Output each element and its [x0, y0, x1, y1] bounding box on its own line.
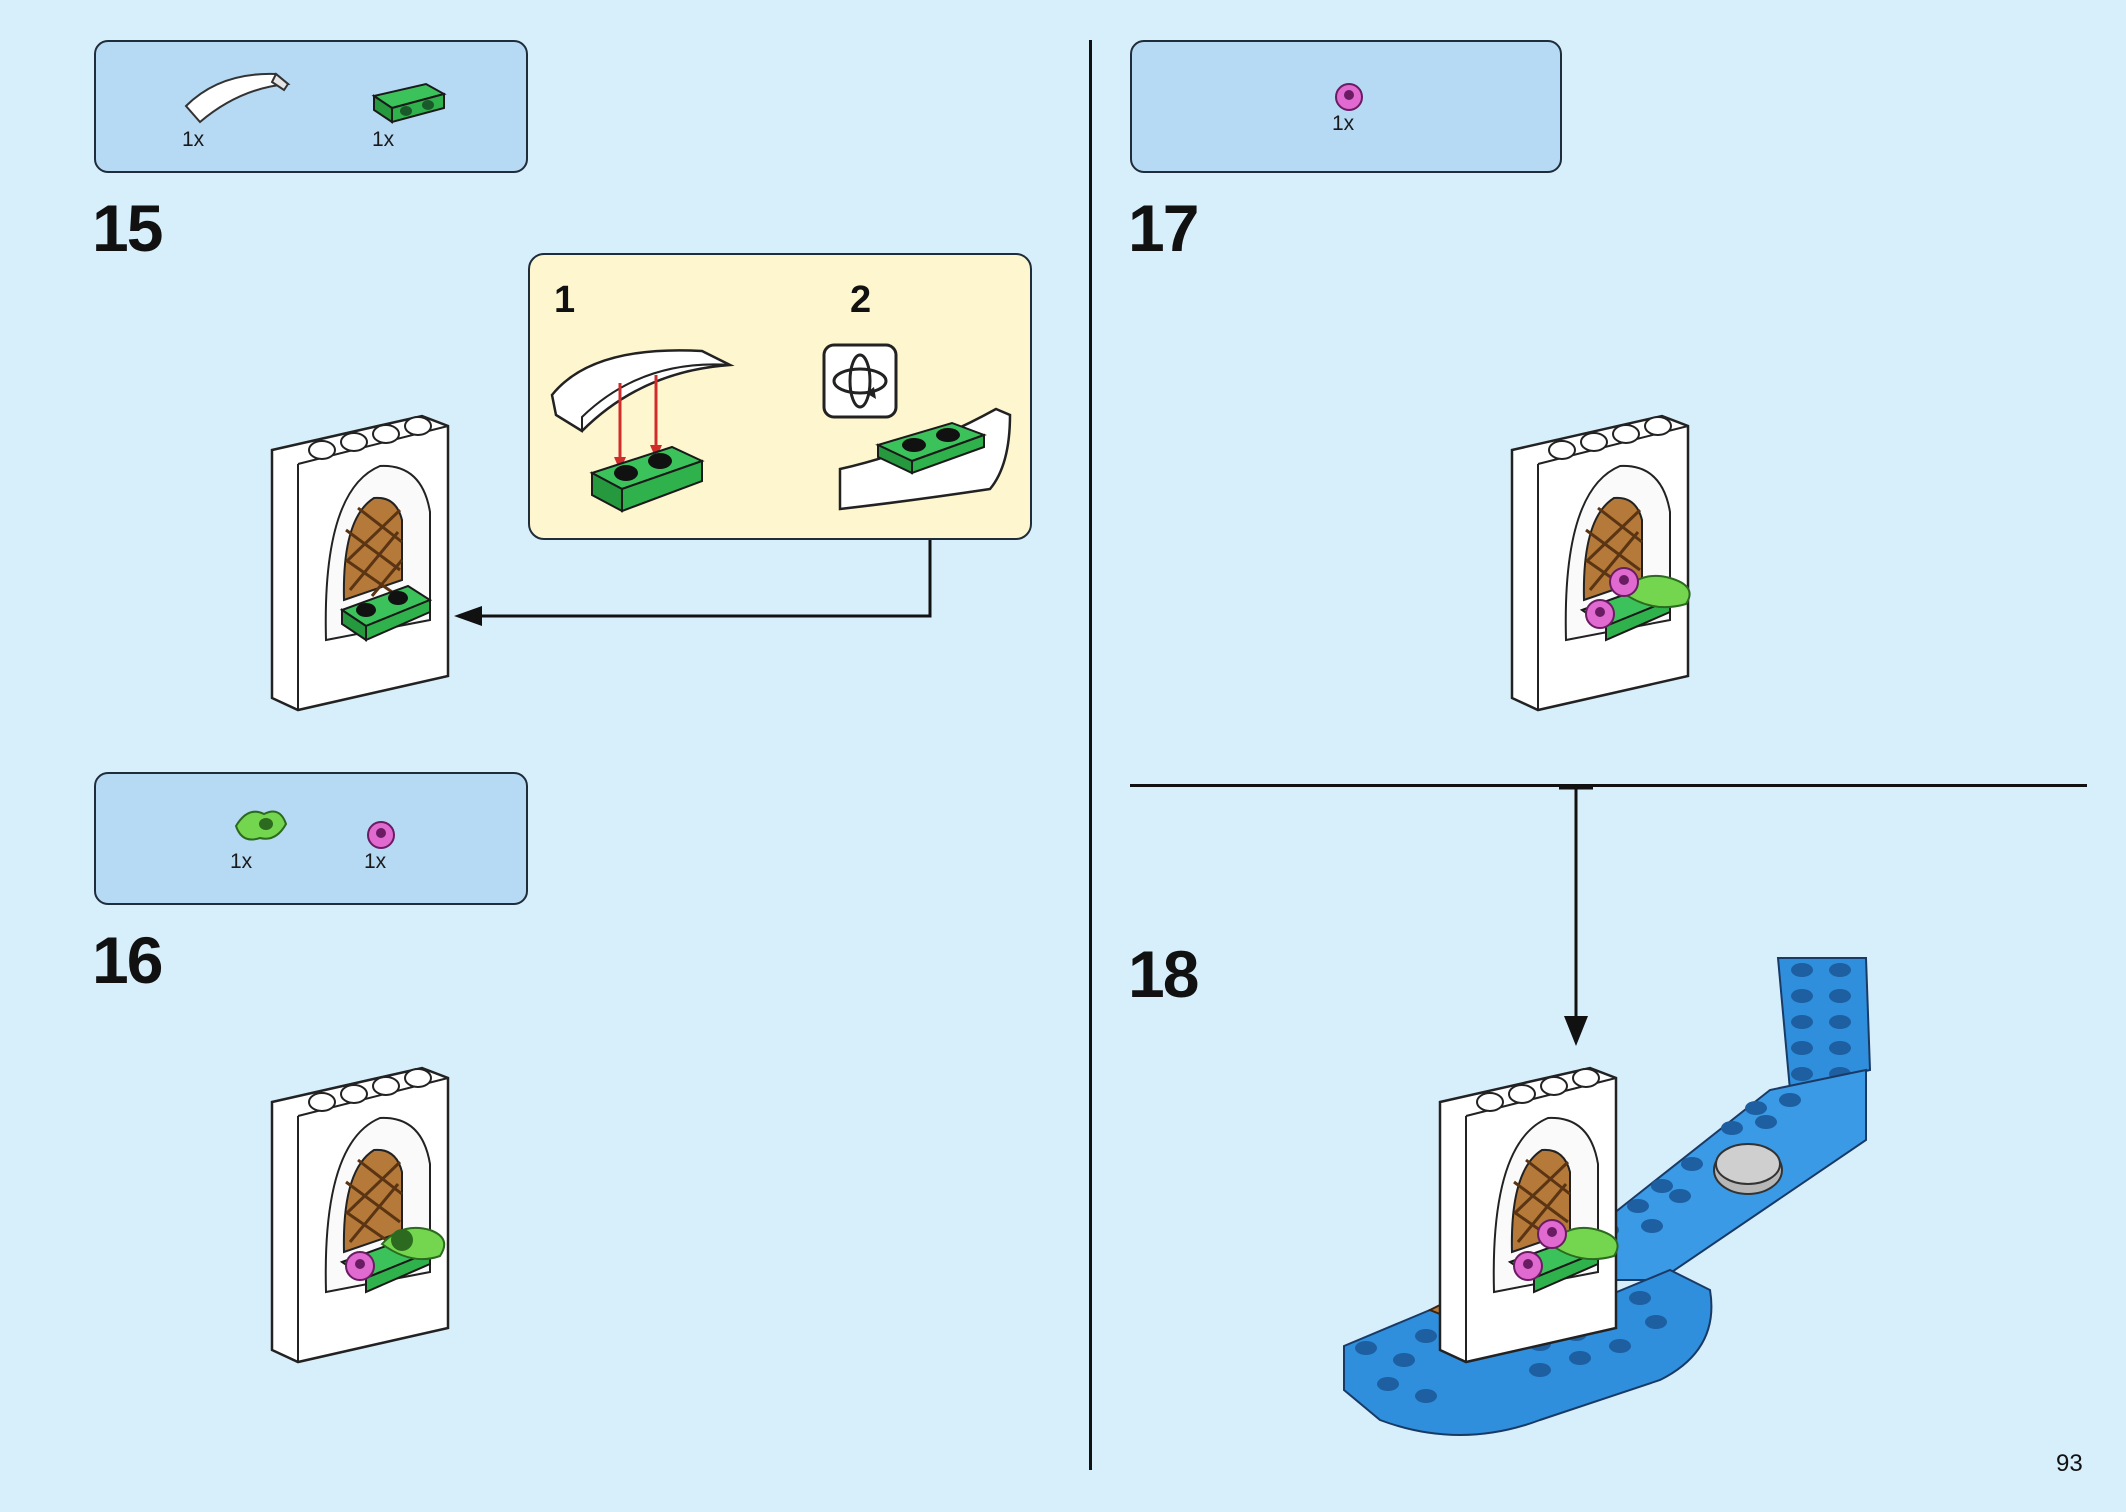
page-number: 93 [2056, 1450, 2083, 1477]
part-qty: 1x [364, 850, 387, 873]
substep-number: 1 [554, 279, 576, 321]
window-frame-model-step15 [270, 414, 450, 712]
curved-slope-part-icon [184, 72, 291, 124]
step-16-parts-box: 1x 1x [94, 772, 528, 905]
substep-2-illustration [838, 407, 1012, 511]
drop-arrow [1559, 786, 1593, 1046]
flower-part-icon [367, 821, 395, 849]
step-number-18: 18 [1128, 937, 1199, 1011]
window-frame-model-step18 [1438, 1066, 1619, 1364]
vertical-divider [1089, 40, 1092, 1470]
step-17-parts-box: 1x [1130, 40, 1562, 173]
rotate-model-icon [822, 343, 898, 419]
window-frame-model-step16 [270, 1066, 450, 1364]
bracket-plate-part-icon [371, 82, 447, 124]
step-number-17: 17 [1128, 191, 1199, 265]
part-qty: 1x [182, 128, 205, 151]
part-qty: 1x [1332, 112, 1355, 135]
substep-number: 2 [850, 279, 872, 321]
flower-part-icon [1335, 83, 1363, 111]
substep-1-illustration [550, 349, 735, 513]
part-qty: 1x [372, 128, 395, 151]
step-number-16: 16 [92, 923, 163, 997]
step-15-parts-box: 1x 1x [94, 40, 528, 173]
window-frame-model-step17 [1510, 414, 1691, 712]
leaf-part-icon [234, 810, 288, 841]
substep-callout: 1 2 [528, 253, 1032, 540]
part-qty: 1x [230, 850, 253, 873]
horizontal-divider [1130, 784, 2087, 787]
callout-arrow [454, 540, 932, 626]
step-number-15: 15 [92, 191, 163, 265]
